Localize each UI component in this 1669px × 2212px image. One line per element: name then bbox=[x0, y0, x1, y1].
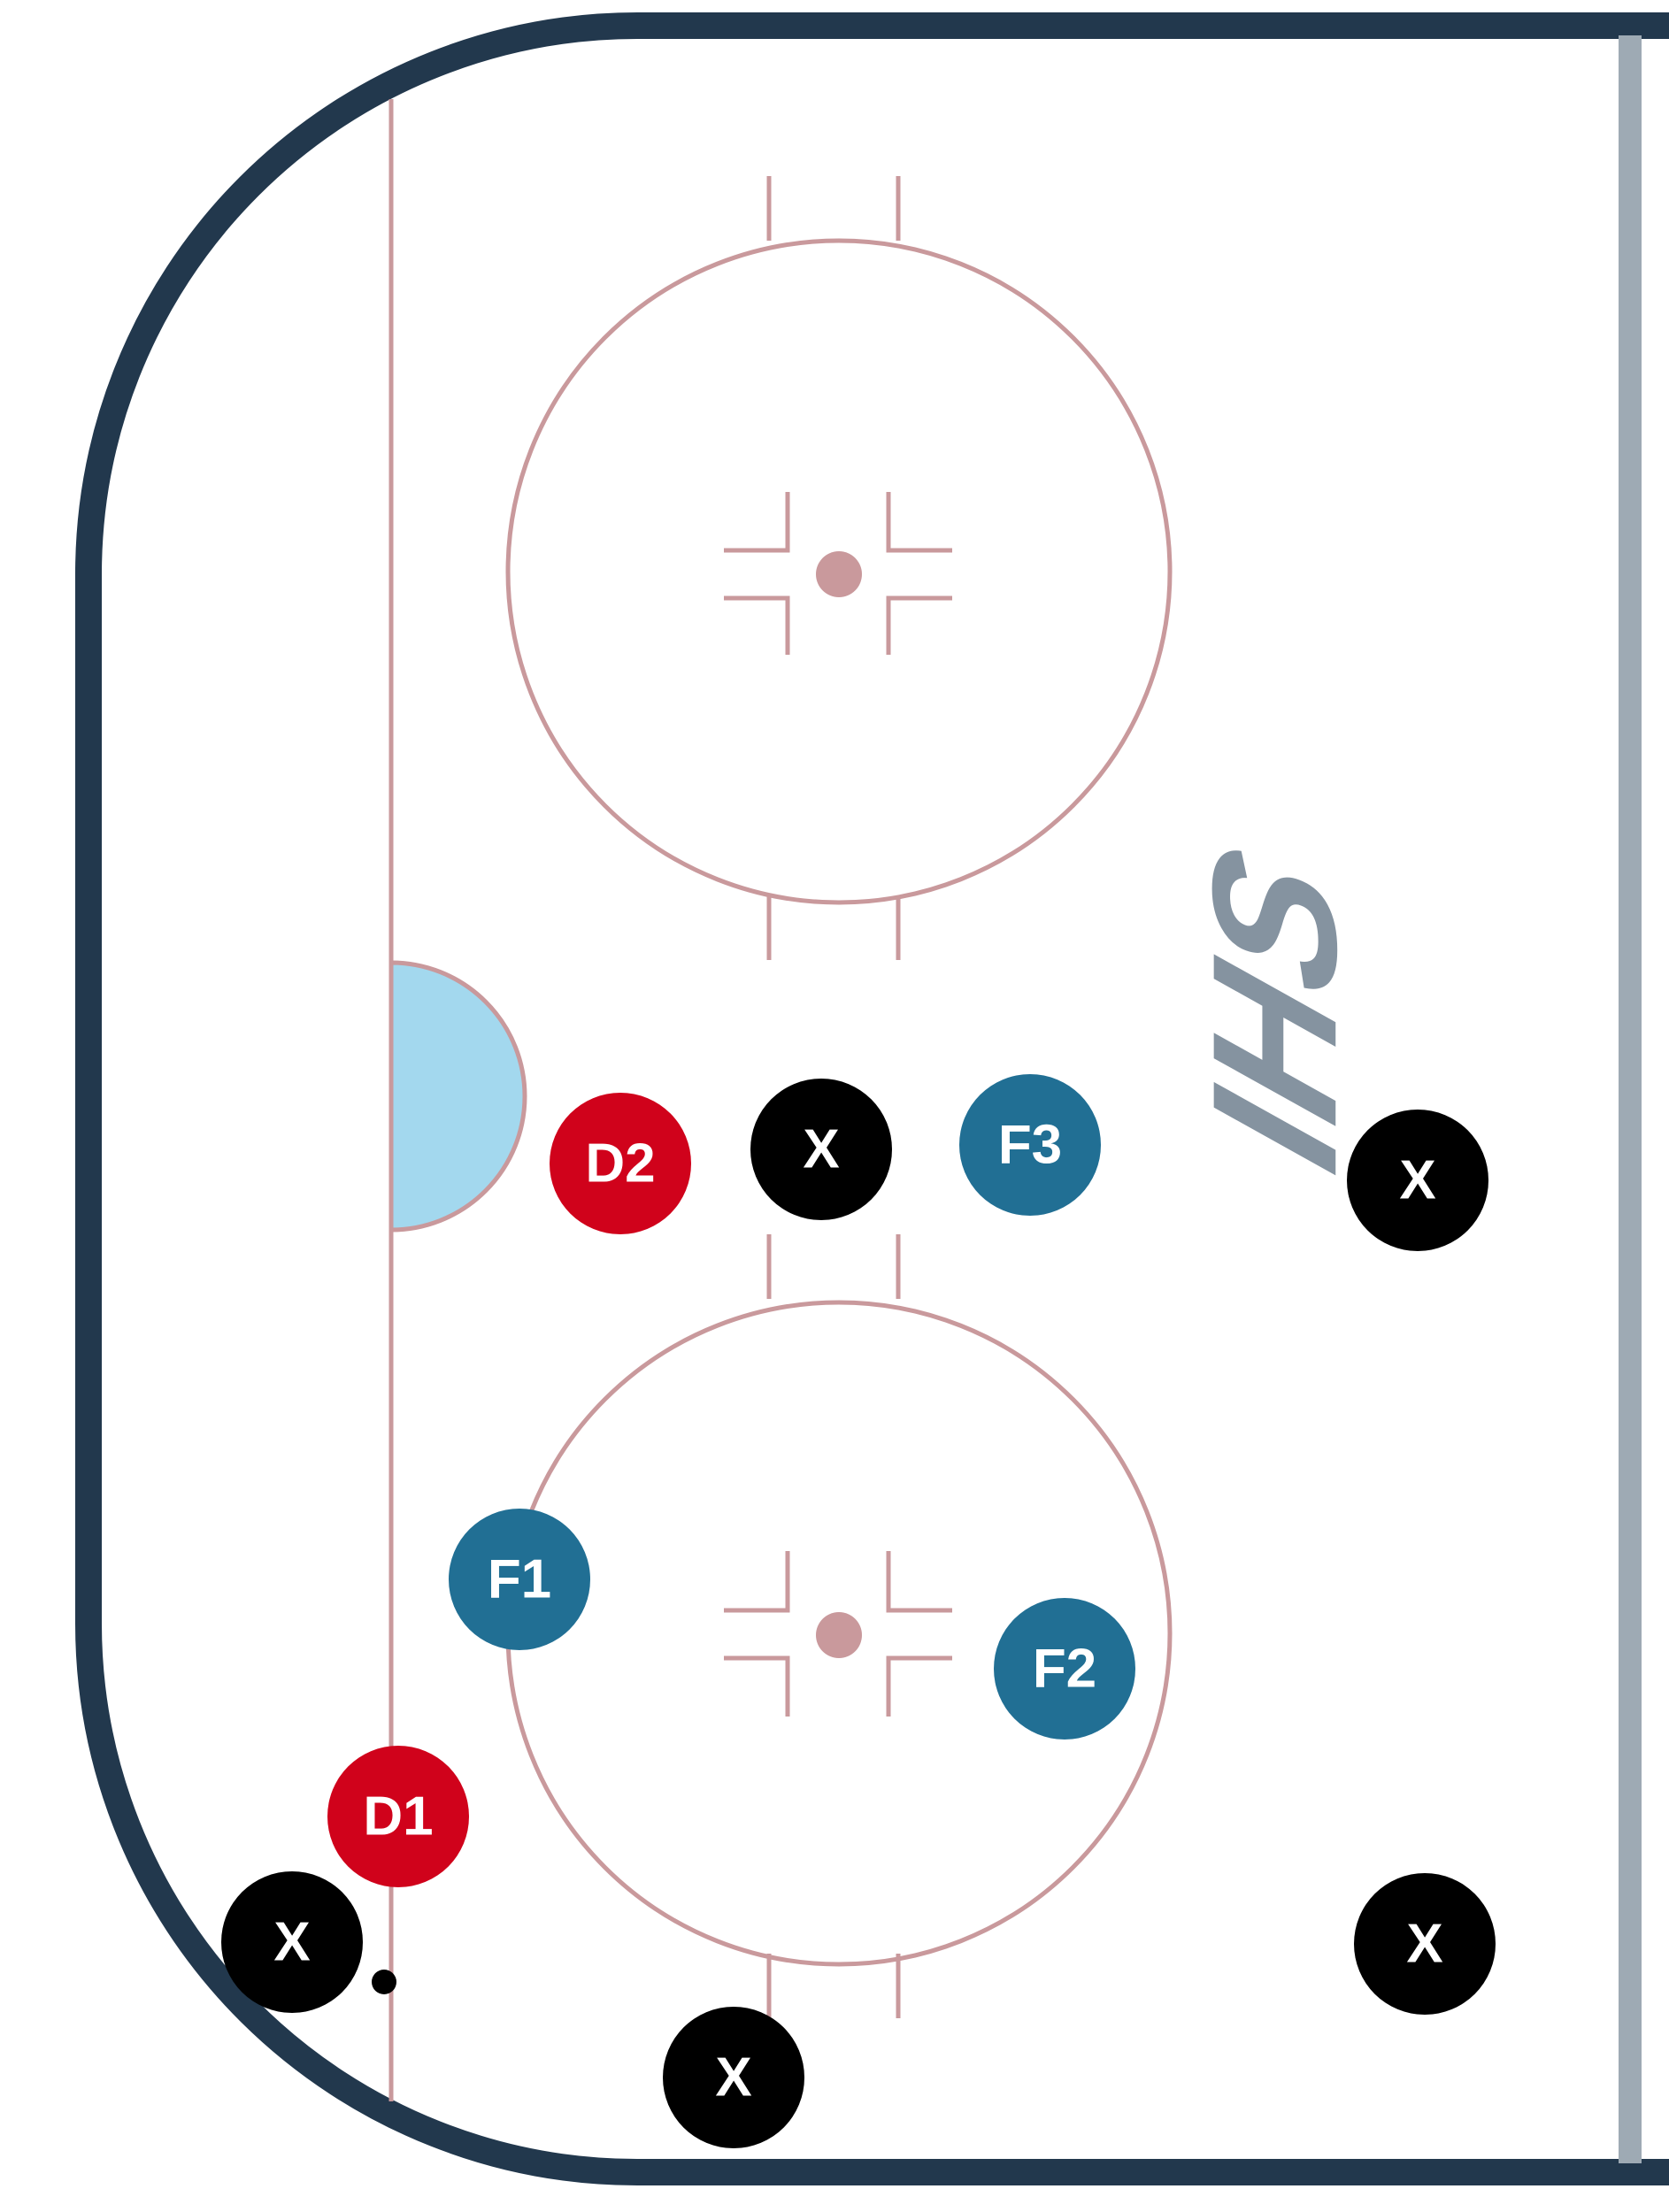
opponent-x[interactable]: X bbox=[221, 1871, 363, 2013]
ihs-logo: IHS bbox=[1175, 826, 1373, 1193]
zone-line bbox=[1619, 35, 1642, 2163]
player-f1[interactable]: F1 bbox=[449, 1509, 590, 1650]
opponent-x[interactable]: X bbox=[1347, 1110, 1488, 1251]
goal-crease bbox=[388, 960, 527, 1233]
svg-text:F2: F2 bbox=[1033, 1639, 1096, 1700]
svg-text:X: X bbox=[715, 2047, 751, 2108]
svg-text:X: X bbox=[1406, 1914, 1442, 1975]
faceoff-circle-top bbox=[505, 176, 1173, 960]
faceoff-dot bbox=[816, 1612, 862, 1658]
opponent-x[interactable]: X bbox=[663, 2007, 804, 2148]
rink-boards bbox=[75, 12, 1669, 2185]
player-d2[interactable]: D2 bbox=[550, 1093, 691, 1234]
svg-text:X: X bbox=[803, 1119, 839, 1180]
svg-text:D2: D2 bbox=[585, 1133, 655, 1194]
opponent-x[interactable]: X bbox=[750, 1079, 892, 1220]
opponent-x[interactable]: X bbox=[1354, 1873, 1496, 2015]
svg-text:IHS: IHS bbox=[1175, 826, 1373, 1193]
puck bbox=[372, 1970, 396, 1994]
svg-text:X: X bbox=[1399, 1150, 1435, 1211]
svg-text:F3: F3 bbox=[998, 1115, 1062, 1176]
svg-text:F1: F1 bbox=[488, 1549, 551, 1610]
player-f3[interactable]: F3 bbox=[959, 1074, 1101, 1216]
faceoff-dot bbox=[816, 551, 862, 597]
player-d1[interactable]: D1 bbox=[327, 1746, 469, 1887]
player-f2[interactable]: F2 bbox=[994, 1598, 1135, 1740]
svg-text:D1: D1 bbox=[363, 1786, 433, 1847]
svg-text:X: X bbox=[273, 1912, 310, 1973]
